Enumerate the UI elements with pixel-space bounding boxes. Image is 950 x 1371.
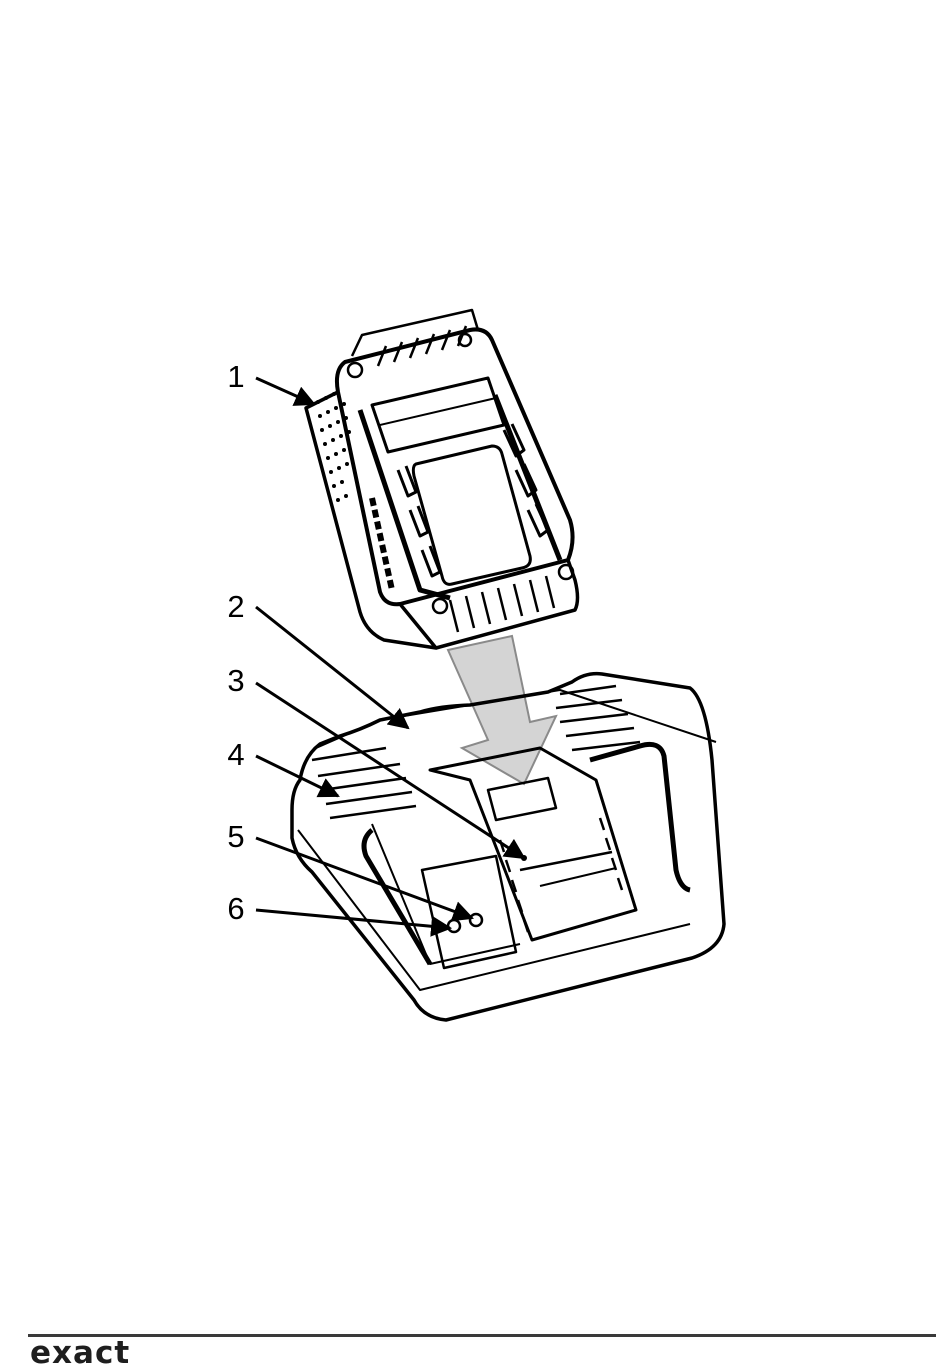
callout-number-3: 3 — [221, 665, 251, 696]
battery-vent-dots — [316, 392, 351, 502]
leader-line-2 — [256, 607, 408, 728]
callout-number-1: 1 — [221, 361, 251, 392]
callout-number-4: 4 — [221, 739, 251, 770]
battery-pack — [306, 310, 578, 648]
led-indicator-green — [448, 920, 460, 932]
footer-rule — [28, 1334, 936, 1337]
callout-number-2: 2 — [221, 591, 251, 622]
brand-logo: exact — [30, 1338, 130, 1369]
leader-line-1 — [256, 378, 314, 404]
led-indicator-red — [470, 914, 482, 926]
callout-number-6: 6 — [221, 893, 251, 924]
callout-number-5: 5 — [221, 821, 251, 852]
